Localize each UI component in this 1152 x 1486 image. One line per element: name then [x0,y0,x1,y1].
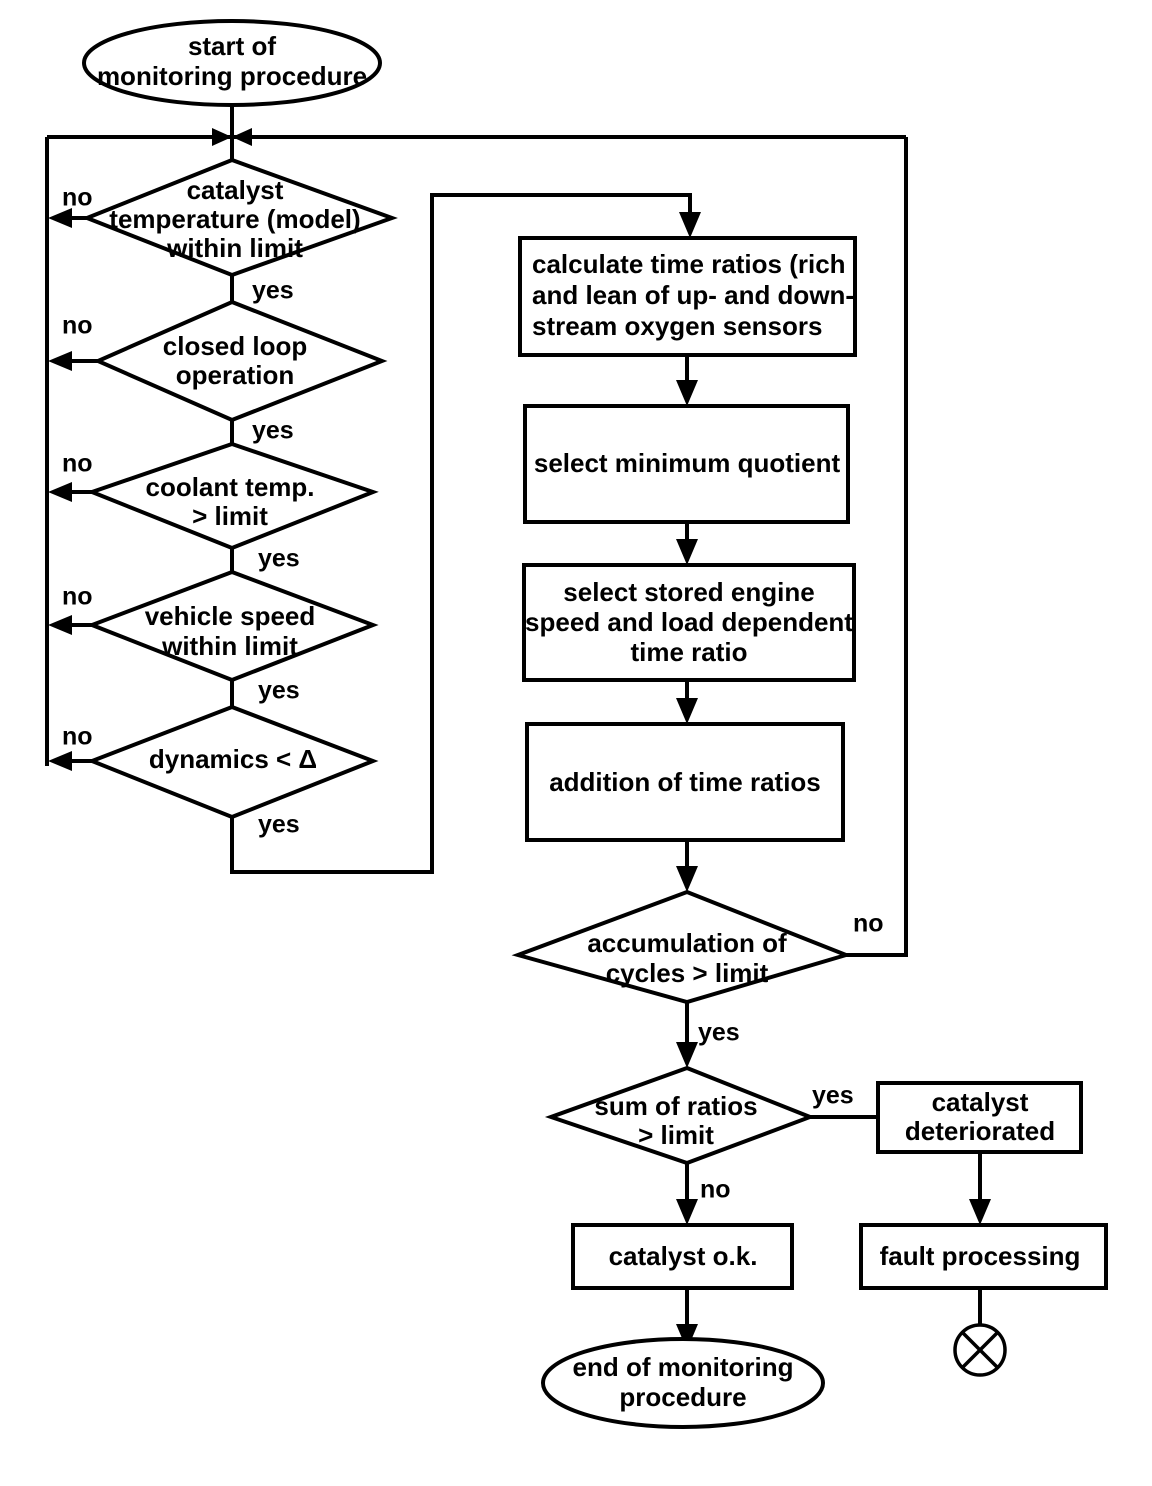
edge-no-accumulation-feedback [846,137,908,957]
addition-of-time-ratios-box-shape [525,722,845,842]
select-stored-label-line2: speed and load dependent [525,607,853,637]
node-process-catalyst-deteriorated: catalyst deteriorated [876,1081,1083,1154]
arrowhead-right-feedback [232,128,252,146]
catalyst-temperature-label-line2: temperature (model) [109,204,360,234]
node-process-fault-processing: fault processing [859,1223,1108,1290]
catalyst-temperature-label-line3: within limit [166,233,303,263]
sum-of-ratios-diamond-shape [544,1065,816,1166]
arrowhead-into-catalyst-ok [676,1199,698,1225]
edge-label-no-vehicle-speed: no [62,583,93,611]
node-start: start of monitoring procedure [82,19,382,107]
select-stored-label-line1: select stored engine [563,577,814,607]
edge-label-yes-accumulation: yes [698,1019,740,1047]
accumulation-label-line2: cycles > limit [606,958,769,988]
arrowhead-into-addition [676,698,698,724]
edge-label-yes-dynamics: yes [258,811,300,839]
node-decision-catalyst-temperature: catalyst temperature (model) within limi… [81,157,398,278]
node-decision-accumulation-of-cycles: accumulation of cycles > limit [511,889,853,1005]
arrowhead-no-closed-loop [48,351,72,371]
node-terminator-circle-cross [953,1323,1007,1377]
catalyst-deteriorated-label-line1: catalyst [932,1087,1029,1117]
fault-processing-box-shape [859,1223,1108,1290]
edge-label-no-dynamics: no [62,723,93,751]
node-decision-coolant-temperature: coolant temp. > limit [86,441,379,551]
start-label-line2: monitoring procedure [97,61,367,91]
accumulation-label-line1: accumulation of [587,928,787,958]
node-decision-vehicle-speed: vehicle speed within limit [86,569,379,683]
coolant-temperature-label-line1: coolant temp. [145,472,314,502]
fault-processing-label: fault processing [880,1241,1081,1271]
calculate-time-ratios-label-line1: calculate time ratios (rich [532,249,846,279]
arrowhead-into-sum-of-ratios [676,1042,698,1068]
edge-label-no-coolant-temperature: no [62,450,93,478]
arrowhead-into-select-minimum [676,380,698,406]
vehicle-speed-diamond-shape [86,569,379,683]
node-process-select-stored-time-ratio: select stored engine speed and load depe… [522,563,856,682]
arrowhead-into-calculate-ratios [679,212,701,238]
arrowhead-into-accumulation [676,866,698,892]
catalyst-temperature-label-line1: catalyst [187,175,284,205]
arrowhead-into-select-stored [676,539,698,565]
edge-label-no-accumulation: no [853,910,884,938]
edge-label-no-sum-of-ratios: no [700,1176,731,1204]
closed-loop-diamond-shape [93,299,388,423]
catalyst-deteriorated-box-shape [876,1081,1083,1154]
arrowhead-into-end [676,1324,698,1350]
arrowhead-no-catalyst-temp [48,208,72,228]
node-process-catalyst-ok: catalyst o.k. [571,1223,794,1290]
select-stored-label-line3: time ratio [630,637,747,667]
node-decision-sum-of-ratios: sum of ratios > limit [544,1065,816,1166]
catalyst-deteriorated-label-line2: deteriorated [905,1116,1055,1146]
coolant-temperature-label-line2: > limit [192,501,268,531]
arrowhead-left-loopback [212,128,232,146]
edge-label-yes-closed-loop: yes [252,417,294,445]
edge-label-no-catalyst-temperature: no [62,184,93,212]
calculate-time-ratios-box-shape [518,236,857,357]
edge-label-yes-sum-of-ratios: yes [812,1082,854,1110]
edge-label-no-closed-loop: no [62,312,93,340]
start-ellipse-shape [82,19,382,107]
edge-label-yes-coolant-temperature: yes [258,545,300,573]
sum-of-ratios-label-line2: > limit [638,1120,714,1150]
dynamics-diamond-shape [86,704,379,820]
vehicle-speed-label-line2: within limit [161,631,298,661]
end-label-line1: end of monitoring [573,1352,794,1382]
closed-loop-label-line2: operation [176,360,294,390]
dynamics-label-line1: dynamics < Δ [149,744,317,774]
terminator-cross-stroke-2 [960,1330,1000,1370]
edge-label-yes-vehicle-speed: yes [258,677,300,705]
closed-loop-label-line1: closed loop [163,331,307,361]
node-process-addition-of-time-ratios: addition of time ratios [525,722,845,842]
arrowhead-no-dynamics [48,751,72,771]
node-decision-closed-loop-operation: closed loop operation [93,299,388,423]
catalyst-temperature-diamond-shape [81,157,398,278]
addition-of-time-ratios-label: addition of time ratios [549,767,821,797]
catalyst-ok-label: catalyst o.k. [609,1241,758,1271]
start-label-line1: start of [188,31,276,61]
select-minimum-quotient-box-shape [523,404,850,524]
node-process-calculate-time-ratios: calculate time ratios (rich and lean of … [518,236,857,357]
arrowhead-no-coolant-temp [48,482,72,502]
sum-of-ratios-label-line1: sum of ratios [594,1091,757,1121]
select-stored-time-ratio-box-shape [522,563,856,682]
edge-yes-dynamics-to-calculate [230,193,692,874]
end-ellipse-shape [541,1337,825,1429]
node-process-select-minimum-quotient: select minimum quotient [523,404,850,524]
accumulation-diamond-shape [511,889,853,1005]
select-minimum-quotient-label: select minimum quotient [534,448,841,478]
calculate-time-ratios-label-line2: and lean of up- and down- [532,280,854,310]
coolant-temperature-diamond-shape [86,441,379,551]
edge-label-yes-catalyst-temperature: yes [252,277,294,305]
arrowhead-no-vehicle-speed [48,615,72,635]
node-decision-dynamics: dynamics < Δ [86,704,379,820]
catalyst-ok-box-shape [571,1223,794,1290]
node-end: end of monitoring procedure [541,1337,825,1429]
arrowhead-into-fault-processing [969,1199,991,1225]
vehicle-speed-label-line1: vehicle speed [145,601,316,631]
calculate-time-ratios-label-line3: stream oxygen sensors [532,311,822,341]
end-label-line2: procedure [619,1382,746,1412]
